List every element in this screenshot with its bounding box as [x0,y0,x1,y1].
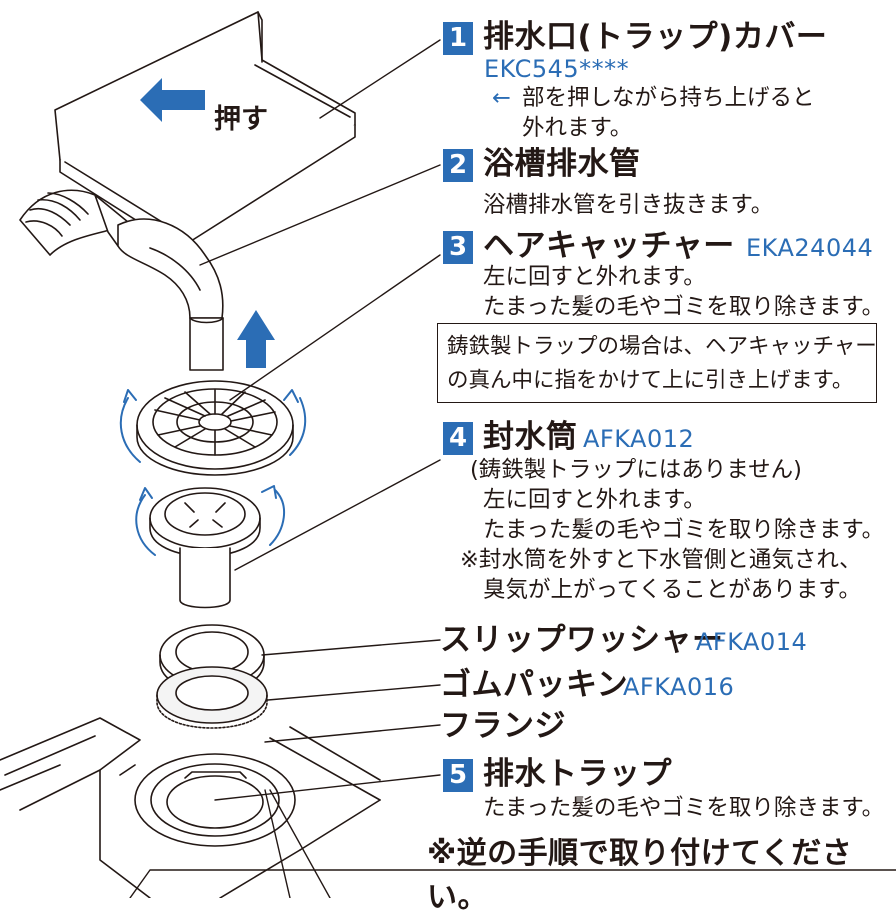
item-text-1b: 外れます。 [522,115,633,141]
push-arrow-icon [140,78,205,122]
trap-cover [54,11,356,249]
tub-base [0,717,381,898]
item-code-4: AFKA012 [583,425,695,453]
item-title-4: 封水筒 [483,419,578,455]
item-title-2: 浴槽排水管 [483,146,641,182]
step-number-1: 1 [443,22,473,55]
item-title-3: ヘアキャッチャー [483,228,735,264]
arrow-left-icon: ← [492,85,511,111]
note-box [437,323,877,403]
item-text-1a: 部を押しながら持ち上げると [522,85,815,111]
part-code-rubber-packing: AFKA016 [623,673,735,701]
item-text-2: 浴槽排水管を引き抜きます。 [483,192,774,218]
rotate-arrow-icon [119,389,307,463]
up-arrow-icon [237,310,275,368]
part-title-slip-washer: スリップワッシャー [440,622,724,658]
item-code-1: EKC545**** [484,55,630,83]
item-text-4a: (鋳鉄製トラップにはありません) [470,457,802,483]
push-label: 押す [214,104,268,135]
item-text-4b: 左に回すと外れます。 [483,487,706,513]
item-text-5: たまった髪の毛やゴミを取り除きます。 [483,795,885,821]
item-text-3b: たまった髪の毛やゴミを取り除きます。 [483,294,885,320]
step-number-4: 4 [443,422,473,455]
hair-catcher [136,380,294,476]
part-title-rubber-packing: ゴムパッキン [440,667,629,703]
item-text-4d: ※封水筒を外すと下水管側と通気され、 [460,547,862,573]
step-number-5: 5 [443,759,473,792]
leader-lines [129,39,896,898]
item-code-3: EKA24044 [746,234,874,262]
item-title-5: 排水トラップ [483,756,672,792]
part-title-flange: フランジ [440,708,566,744]
seal-cylinder [149,487,261,609]
note-line-1: 鋳鉄製トラップの場合は、ヘアキャッチャー [447,334,877,359]
note-line-2: の真ん中に指をかけて上に引き上げます。 [447,368,854,393]
part-code-slip-washer: AFKA014 [696,628,808,656]
item-text-4c: たまった髪の毛やゴミを取り除きます。 [483,517,885,543]
reassembly-note: ※逆の手順で取り付けてください。 [427,836,853,915]
bath-drain-pipe [19,189,224,371]
step-number-2: 2 [443,149,473,182]
rubber-packing [156,666,268,729]
item-title-1: 排水口(トラップ)カバー [483,19,828,55]
step-number-3: 3 [443,231,473,264]
item-text-4e: 臭気が上がってくることがあります。 [483,577,862,603]
item-text-3a: 左に回すと外れます。 [483,264,706,290]
rotate-arrow-icon [135,485,286,556]
